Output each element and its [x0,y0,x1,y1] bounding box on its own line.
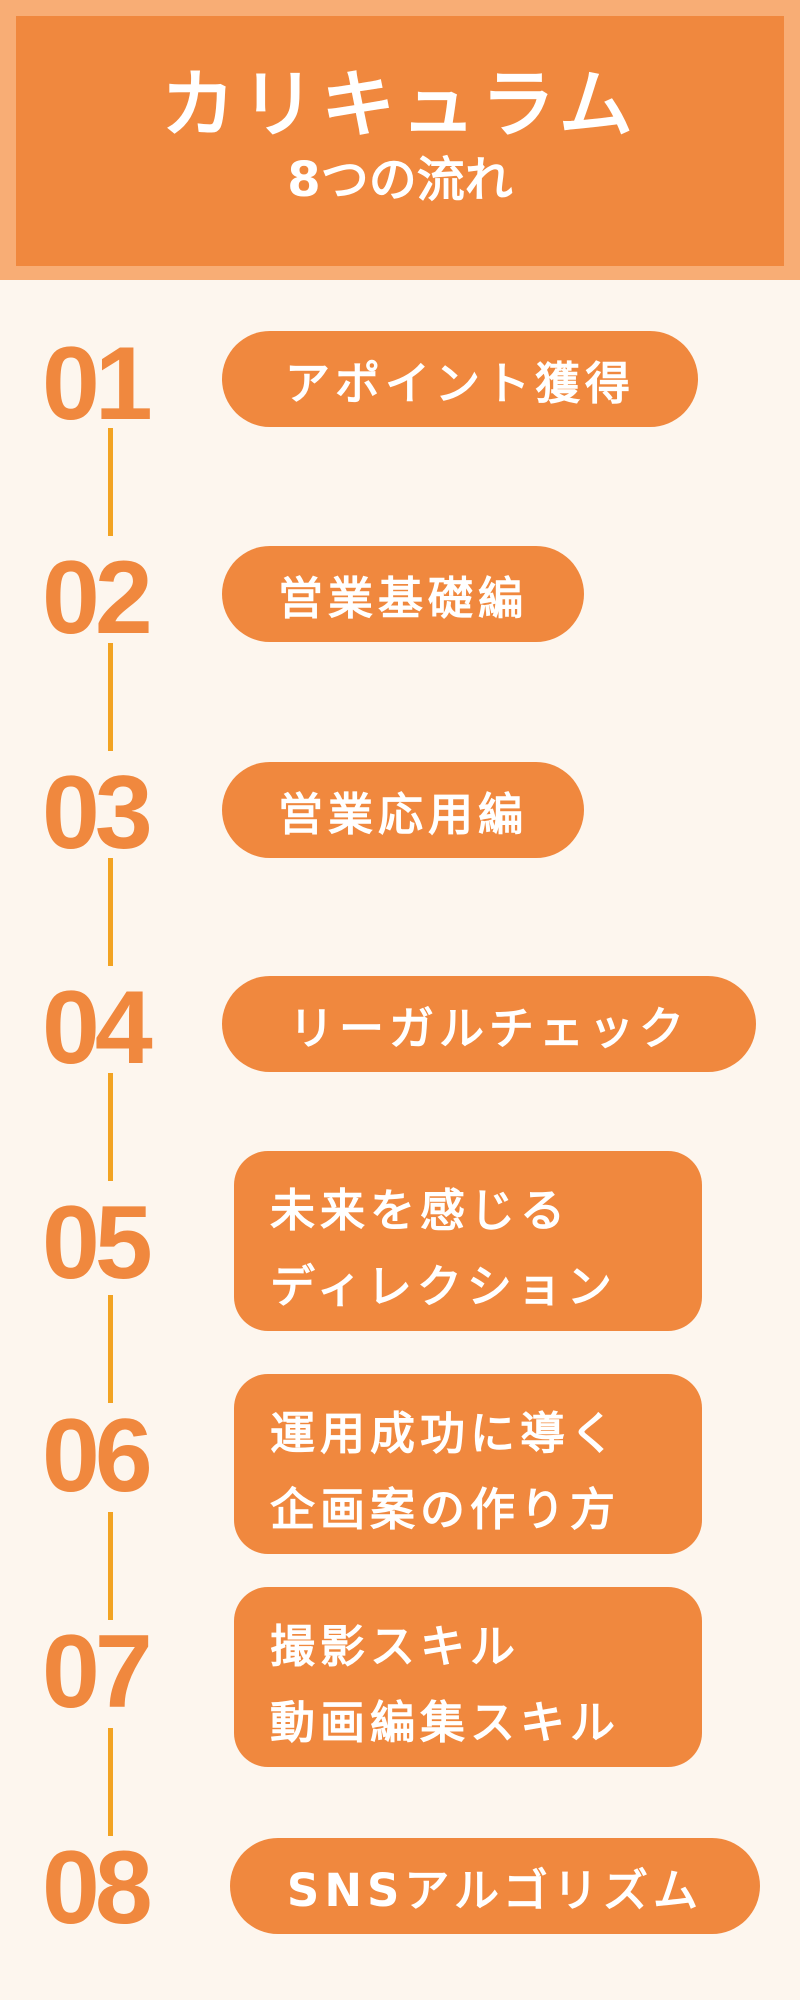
step-label-03-text: 営業応用編 [277,787,528,841]
step-label-05-line-2: ディレクション [270,1260,617,1313]
step-number-08: 08 [42,1830,153,1946]
step-label-07-line-1: 撮影スキル [270,1620,521,1673]
step-connector-1-2 [108,428,113,536]
step-label-02-text: 営業基礎編 [277,571,528,625]
step-connector-7-8 [108,1728,113,1836]
header-panel: カリキュラム 8つの流れ [16,16,784,266]
header-banner: カリキュラム 8つの流れ [0,0,800,280]
step-connector-3-4 [108,858,113,966]
step-label-04: リーガルチェック [222,976,756,1072]
step-number-03: 03 [42,755,153,871]
step-label-01: アポイント獲得 [222,331,698,427]
step-label-05-line-1: 未来を感じる [270,1184,571,1237]
step-number-06: 06 [42,1398,153,1514]
step-label-04-text: リーガルチェック [288,1001,689,1055]
page-subtitle: 8つの流れ [287,152,513,208]
step-label-07-line-2: 動画編集スキル [270,1696,621,1749]
step-number-04: 04 [42,970,153,1086]
step-connector-2-3 [108,643,113,751]
step-label-01-text: アポイント獲得 [284,356,635,410]
step-connector-4-5 [108,1073,113,1181]
step-label-02: 営業基礎編 [222,546,584,642]
step-label-05: 未来を感じる ディレクション [234,1151,702,1331]
step-label-06-line-1: 運用成功に導く [270,1407,621,1460]
step-connector-6-7 [108,1512,113,1620]
page-title: カリキュラム [161,62,639,148]
step-label-08-text: SNSアルゴリズム [286,1863,704,1917]
step-number-07: 07 [42,1614,153,1730]
step-label-06: 運用成功に導く 企画案の作り方 [234,1374,702,1554]
step-label-06-line-2: 企画案の作り方 [270,1483,621,1536]
step-number-02: 02 [42,540,153,656]
step-number-05: 05 [42,1185,153,1301]
step-label-08: SNSアルゴリズム [230,1838,760,1934]
step-label-07: 撮影スキル 動画編集スキル [234,1587,702,1767]
step-number-01: 01 [42,326,153,442]
step-connector-5-6 [108,1295,113,1403]
step-label-03: 営業応用編 [222,762,584,858]
